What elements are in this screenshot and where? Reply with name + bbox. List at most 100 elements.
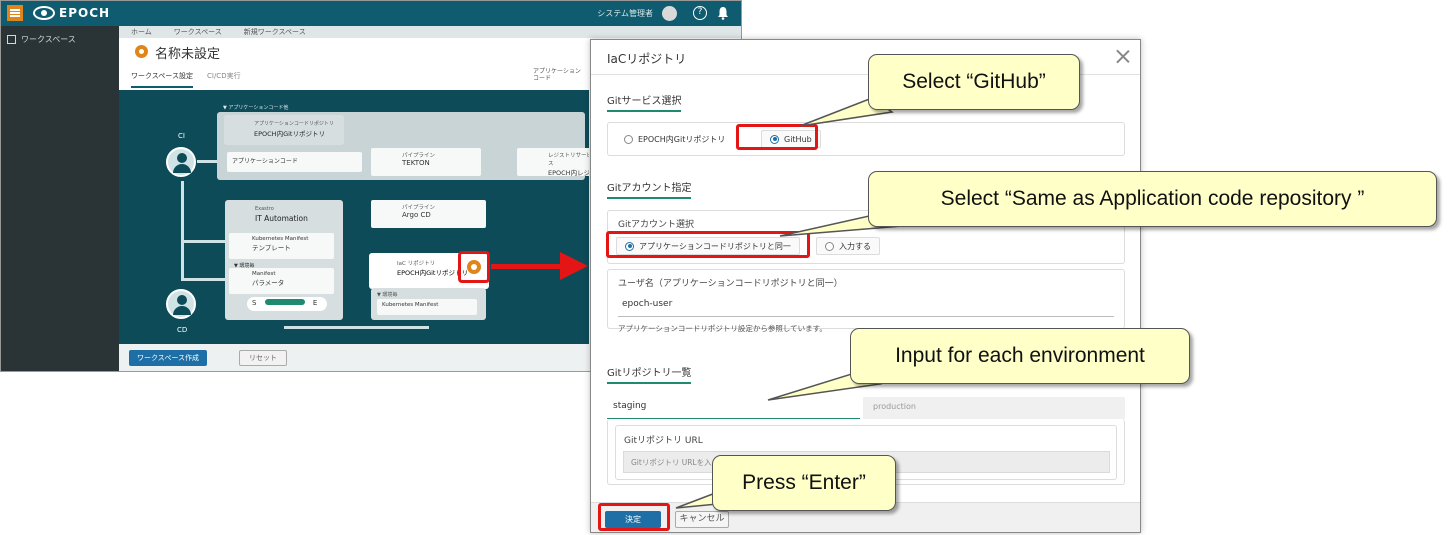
env-label: ▼ 環境毎 bbox=[234, 263, 255, 269]
params-label: パラメータ bbox=[252, 279, 285, 287]
argo-label: パイプライン bbox=[402, 205, 436, 211]
modal-footer: 決定 キャンセル bbox=[591, 502, 1140, 532]
git-account-section-title: Gitアカウント指定 bbox=[607, 179, 692, 199]
registry-label: レジストリサービス bbox=[548, 153, 589, 167]
app-code-repo-sub: アプリケーションコードリポジトリ bbox=[254, 121, 334, 127]
breadcrumb-home[interactable]: ホーム bbox=[131, 28, 152, 36]
ci-user-icon bbox=[166, 147, 196, 177]
user-name[interactable]: システム管理者 bbox=[597, 9, 653, 18]
radio-circle-icon bbox=[624, 134, 633, 144]
connector-line bbox=[197, 160, 227, 163]
gear-icon bbox=[135, 45, 148, 58]
connector-line bbox=[181, 181, 184, 281]
ok-button[interactable]: 決定 bbox=[605, 511, 661, 528]
s-e-flow: S E bbox=[247, 297, 327, 311]
ok-button-highlight bbox=[598, 503, 670, 531]
callout-select-same: Select “Same as Application code reposit… bbox=[868, 171, 1437, 227]
app-code-repo-node[interactable]: アプリケーションコードリポジトリ EPOCH内Gitリポジトリ bbox=[224, 115, 344, 145]
manifest-params-node[interactable]: Manifest パラメータ bbox=[229, 268, 334, 294]
tab-staging[interactable]: staging bbox=[607, 397, 860, 419]
manifest-label: Manifest bbox=[252, 271, 276, 277]
pipeline-diagram: CI CD ▼ アプリケーションコード他 アプリケーションコードリポジトリ EP… bbox=[119, 90, 589, 344]
modal-header-divider bbox=[591, 74, 1140, 75]
callout-press-enter: Press “Enter” bbox=[712, 455, 896, 511]
argo-cd-node[interactable]: パイプライン Argo CD bbox=[371, 200, 486, 228]
git-account-select-label: Gitアカウント選択 bbox=[618, 220, 695, 230]
radio-input-label: 入力する bbox=[839, 241, 871, 251]
same-as-app-highlight bbox=[606, 231, 810, 258]
pipeline-tekton-node[interactable]: パイプライン TEKTON bbox=[371, 148, 481, 176]
iac-settings-highlight bbox=[458, 251, 490, 283]
app-code-group-title: ▼ アプリケーションコード他 bbox=[223, 105, 289, 111]
callout-input-env: Input for each environment bbox=[850, 328, 1190, 384]
iac-repository-modal: IaCリポジトリ Gitサービス選択 EPOCH内Gitリポジトリ GitHub… bbox=[590, 39, 1141, 533]
github-highlight bbox=[736, 124, 818, 150]
radio-epoch-git-label: EPOCH内Gitリポジトリ bbox=[638, 134, 726, 144]
red-arrow-head-icon bbox=[560, 252, 588, 280]
breadcrumb-new-workspace: 新規ワークスペース bbox=[243, 28, 306, 36]
pipeline-tekton: TEKTON bbox=[402, 159, 430, 167]
epoch-logo-icon bbox=[33, 6, 55, 20]
top-bar: EPOCH システム管理者 ? bbox=[1, 1, 741, 26]
hamburger-menu-icon[interactable] bbox=[7, 5, 23, 21]
tab-workspace-settings[interactable]: ワークスペース設定 bbox=[131, 71, 193, 88]
appcode-label: アプリケーションコード bbox=[533, 68, 581, 82]
radio-same-as-app[interactable]: アプリケーションコードリポジトリと同一 bbox=[616, 237, 800, 255]
radio-circle-icon bbox=[825, 241, 834, 251]
modal-title: IaCリポジトリ bbox=[607, 52, 687, 66]
git-service-section-title: Gitサービス選択 bbox=[607, 92, 682, 112]
cd-user-icon bbox=[166, 289, 196, 319]
k8s-manifest-template-node[interactable]: Kubernetes Manifest テンプレート bbox=[229, 233, 334, 259]
git-service-box: EPOCH内Gitリポジトリ GitHub bbox=[607, 122, 1125, 156]
k8s-manifest-template-label: Kubernetes Manifest bbox=[252, 236, 309, 242]
tab-cicd-run[interactable]: CI/CD実行 bbox=[207, 72, 241, 80]
help-icon[interactable]: ? bbox=[693, 6, 707, 20]
app-code-repo-name: EPOCH内Gitリポジトリ bbox=[254, 130, 325, 138]
sidebar-item-workspace[interactable]: ワークスペース bbox=[7, 34, 76, 45]
workspace-icon bbox=[7, 35, 16, 44]
radio-epoch-git[interactable]: EPOCH内Gitリポジトリ bbox=[616, 130, 734, 148]
flow-bar bbox=[264, 299, 305, 305]
reset-button[interactable]: リセット bbox=[239, 350, 287, 366]
repo-url-label: Gitリポジトリ URL bbox=[624, 436, 703, 446]
cd-label: CD bbox=[177, 326, 188, 334]
registry-node[interactable]: レジストリサービス EPOCH内レジ bbox=[517, 148, 589, 177]
radio-selected-icon bbox=[625, 241, 634, 251]
iac-settings-gear-icon[interactable] bbox=[467, 260, 481, 274]
page-title: 名称未設定 bbox=[155, 47, 221, 62]
app-logo-text: EPOCH bbox=[59, 6, 111, 20]
iac-label: IaC リポジトリ bbox=[397, 261, 436, 267]
sidebar-item-label: ワークスペース bbox=[21, 35, 76, 44]
breadcrumb-workspace[interactable]: ワークスペース bbox=[173, 28, 222, 36]
avatar[interactable] bbox=[662, 6, 677, 21]
flow-start: S bbox=[252, 299, 257, 307]
red-arrow-line bbox=[491, 264, 563, 269]
iac-name: EPOCH内Gitリポジトリ bbox=[397, 269, 468, 277]
connector-line bbox=[181, 240, 226, 243]
breadcrumb: ホーム ワークスペース 新規ワークスペース bbox=[119, 26, 741, 38]
iac-env-group: ▼ 環境毎 Kubernetes Manifest bbox=[371, 288, 486, 320]
iac-repo-node[interactable]: IaC リポジトリ EPOCH内Gitリポジトリ bbox=[369, 253, 489, 289]
radio-github-label: GitHub bbox=[784, 134, 812, 144]
k8s-manifest-node[interactable]: Kubernetes Manifest bbox=[377, 299, 477, 315]
radio-same-as-app-label: アプリケーションコードリポジトリと同一 bbox=[639, 241, 791, 251]
cancel-button[interactable]: キャンセル bbox=[675, 511, 729, 528]
create-workspace-button[interactable]: ワークスペース作成 bbox=[129, 350, 207, 366]
username-value: epoch-user bbox=[622, 299, 673, 309]
radio-selected-icon bbox=[770, 134, 779, 144]
flow-end: E bbox=[312, 299, 318, 307]
radio-input[interactable]: 入力する bbox=[816, 237, 880, 255]
app-code-item[interactable]: アプリケーションコード bbox=[227, 152, 362, 172]
username-label: ユーザ名（アプリケーションコードリポジトリと同一） bbox=[618, 279, 843, 289]
repo-list-section-title: Gitリポジトリ一覧 bbox=[607, 364, 692, 384]
template-label: テンプレート bbox=[252, 244, 291, 252]
ci-label: CI bbox=[178, 132, 185, 140]
bell-icon[interactable] bbox=[717, 6, 729, 20]
exastro-label: Exastro bbox=[255, 206, 274, 212]
username-underline bbox=[618, 316, 1114, 317]
argo-cd-label: Argo CD bbox=[402, 211, 431, 219]
connector-line bbox=[181, 278, 226, 281]
registry-name: EPOCH内レジ bbox=[548, 169, 589, 177]
tab-production[interactable]: production bbox=[863, 397, 1125, 419]
connector-line bbox=[284, 326, 429, 329]
